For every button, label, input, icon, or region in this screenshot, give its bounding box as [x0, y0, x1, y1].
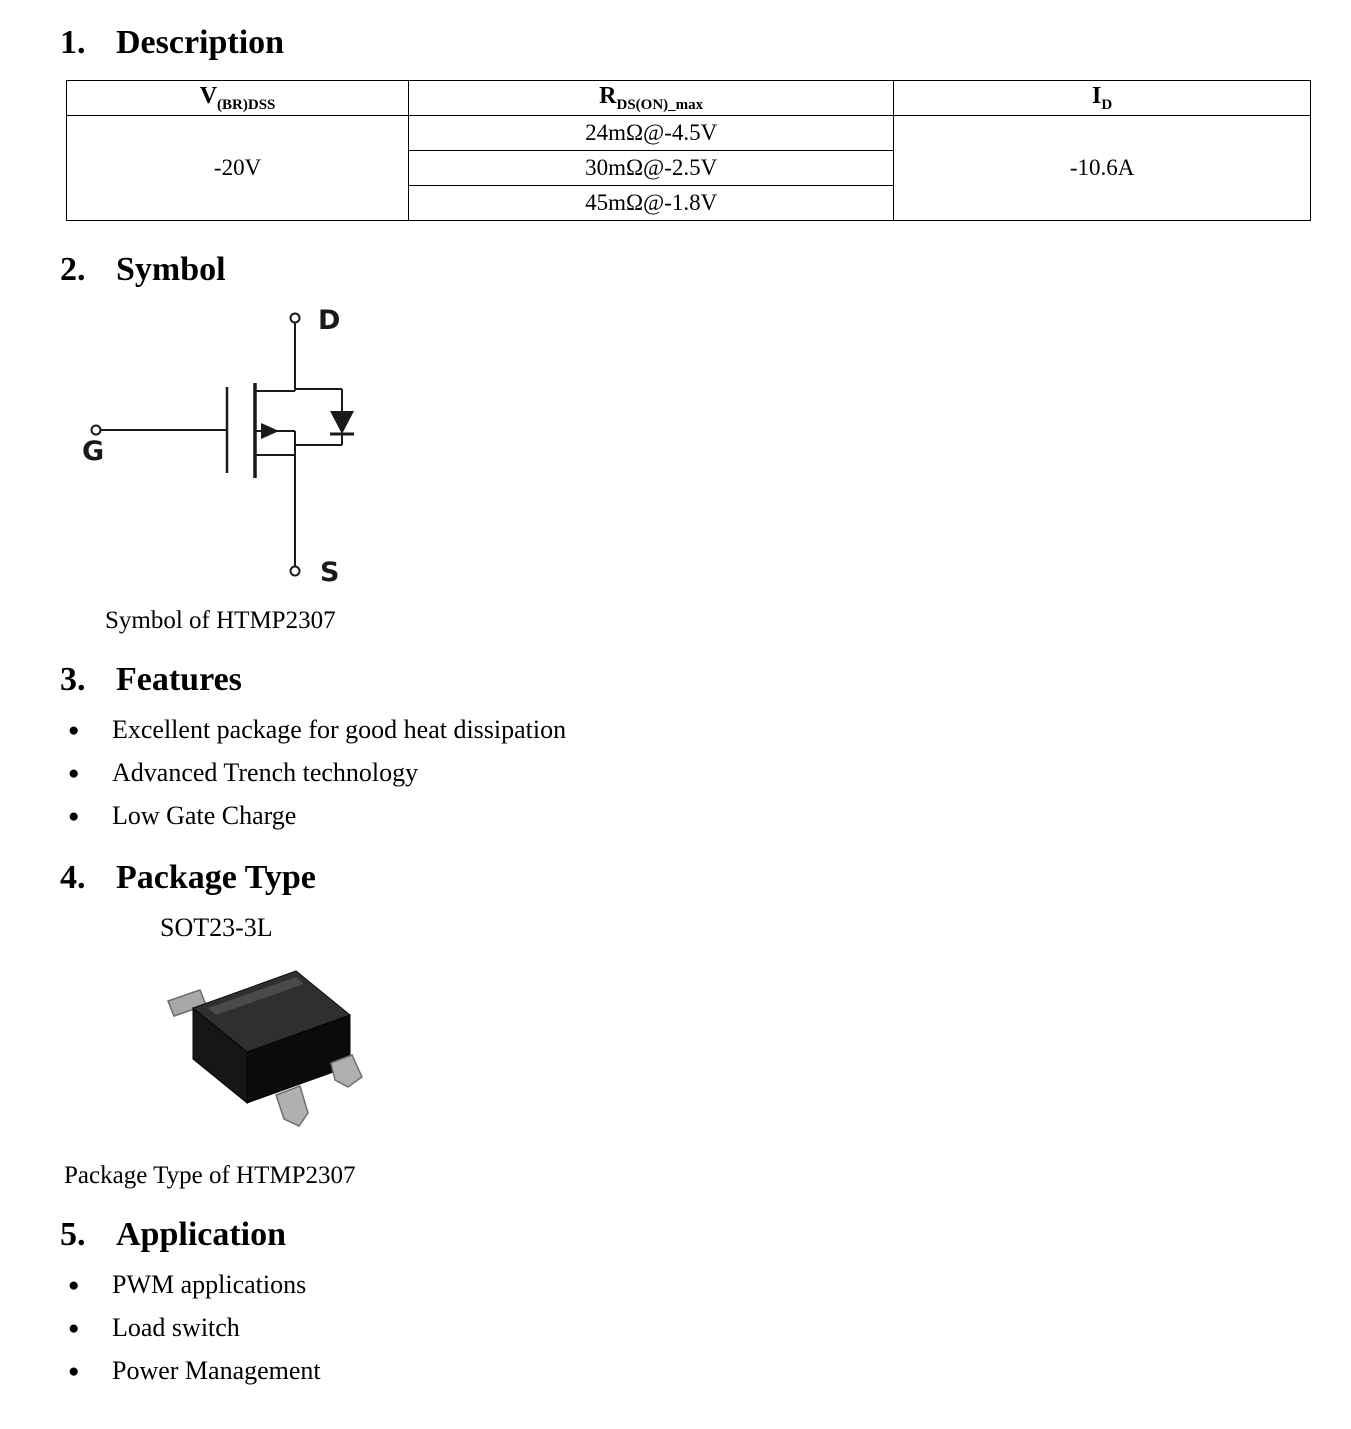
- cell-rdson-1: 24mΩ@-4.5V: [408, 115, 895, 151]
- table-header-row: V(BR)DSS RDS(ON)_max ID: [65, 80, 1311, 116]
- bullet-icon: ●: [68, 1318, 80, 1339]
- section-number: 4.: [60, 859, 86, 896]
- drain-terminal-dot: [289, 312, 301, 324]
- header-symbol: V: [199, 82, 218, 109]
- package-caption: Package Type of HTMP2307: [64, 1162, 356, 1189]
- body-arrow-icon: [261, 423, 279, 439]
- cell-vbrdss: -20V: [65, 115, 410, 221]
- section-title: Symbol: [116, 251, 226, 288]
- feature-text: Advanced Trench technology: [112, 758, 419, 787]
- gate-terminal-dot: [90, 424, 102, 436]
- table-row: 45mΩ@-1.8V: [67, 185, 1311, 221]
- section-heading-symbol: 2. Symbol: [60, 251, 1311, 289]
- cell-rdson-2: 30mΩ@-2.5V: [408, 150, 895, 186]
- cell-id: -10.6A: [893, 115, 1311, 221]
- package-type-label: SOT23-3L: [160, 913, 273, 942]
- section-number: 3.: [60, 661, 86, 698]
- applications-list: ● PWM applications ● Load switch ● Power…: [60, 1270, 1311, 1386]
- mosfet-symbol: D G S: [82, 305, 354, 588]
- header-subscript: (BR)DSS: [217, 96, 276, 113]
- section-number: 2.: [60, 251, 86, 288]
- list-item: ● Power Management: [60, 1356, 1311, 1386]
- section-heading-application: 5. Application: [60, 1216, 1311, 1254]
- bullet-icon: ●: [68, 720, 80, 741]
- section-title: Package Type: [116, 859, 316, 896]
- diode-triangle-icon: [330, 411, 354, 434]
- section-number: 1.: [60, 24, 86, 61]
- bullet-icon: ●: [68, 1361, 80, 1382]
- section-title: Description: [116, 24, 285, 61]
- feature-text: Excellent package for good heat dissipat…: [112, 715, 567, 744]
- col-header-vbrdss: V(BR)DSS: [65, 80, 410, 116]
- application-text: Load switch: [112, 1313, 240, 1342]
- gate-label: G: [82, 436, 104, 467]
- header-symbol: R: [599, 82, 617, 109]
- symbol-caption: Symbol of HTMP2307: [105, 607, 336, 634]
- section-number: 5.: [60, 1216, 86, 1253]
- header-subscript: D: [1101, 96, 1113, 113]
- source-label: S: [320, 557, 339, 588]
- col-header-rdson: RDS(ON)_max: [408, 80, 895, 116]
- section-heading-description: 1. Description: [60, 24, 1311, 62]
- mosfet-symbol-figure: D G S: [80, 303, 1311, 603]
- feature-text: Low Gate Charge: [112, 801, 297, 830]
- package-lead-right: [330, 1054, 363, 1088]
- application-text: Power Management: [112, 1356, 321, 1385]
- header-subscript: DS(ON)_max: [616, 96, 704, 113]
- list-item: ● Excellent package for good heat dissip…: [60, 715, 1311, 745]
- list-item: ● Advanced Trench technology: [60, 758, 1311, 788]
- list-item: ● PWM applications: [60, 1270, 1311, 1300]
- package-lead-front: [275, 1085, 309, 1127]
- list-item: ● Low Gate Charge: [60, 801, 1311, 831]
- bullet-icon: ●: [68, 1275, 80, 1296]
- bullet-icon: ●: [68, 763, 80, 784]
- package-photo: [167, 970, 363, 1127]
- package-top-highlight: [208, 977, 304, 1015]
- section-title: Application: [116, 1216, 287, 1253]
- source-terminal-dot: [289, 565, 301, 577]
- col-header-id: ID: [893, 80, 1311, 116]
- cell-rdson-3: 45mΩ@-1.8V: [408, 185, 895, 221]
- bullet-icon: ●: [68, 806, 80, 827]
- header-symbol: I: [1092, 82, 1102, 109]
- drain-label: D: [318, 305, 340, 336]
- features-list: ● Excellent package for good heat dissip…: [60, 715, 1311, 831]
- section-heading-package-type: 4. Package Type: [60, 859, 1311, 897]
- description-table: V(BR)DSS RDS(ON)_max ID -20V 24mΩ@-4.5V …: [65, 80, 1311, 221]
- table-row: -20V 24mΩ@-4.5V -10.6A: [65, 115, 1311, 221]
- application-text: PWM applications: [112, 1270, 307, 1299]
- section-title: Features: [116, 661, 242, 698]
- section-heading-features: 3. Features: [60, 661, 1311, 699]
- package-figure: [138, 953, 1311, 1148]
- table-row: 30mΩ@-2.5V: [67, 150, 1311, 186]
- list-item: ● Load switch: [60, 1313, 1311, 1343]
